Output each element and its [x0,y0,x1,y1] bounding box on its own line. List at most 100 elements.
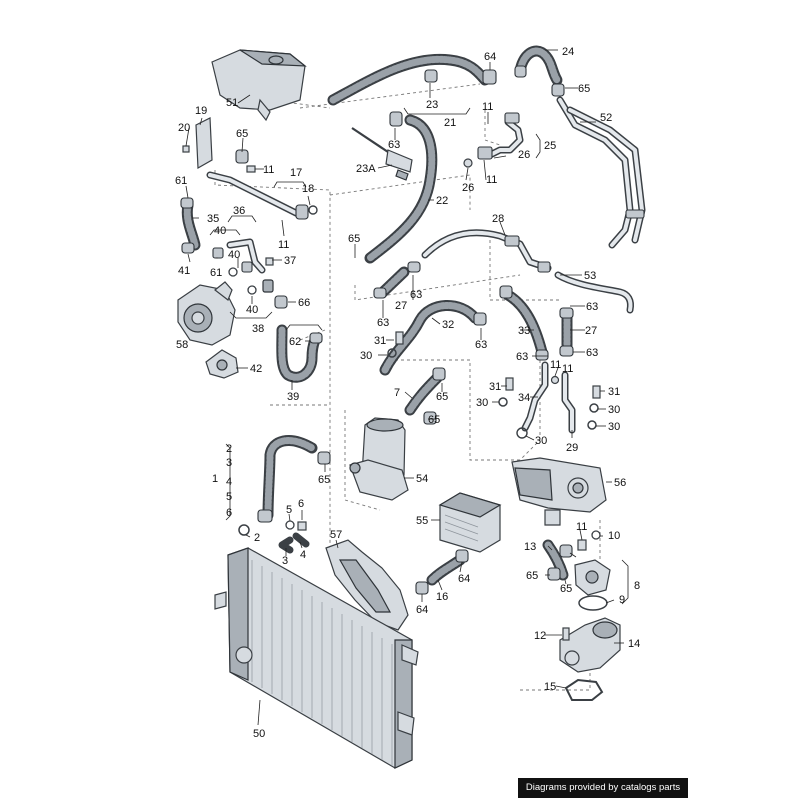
label: 13 [524,541,536,553]
radiator-fins [251,560,393,766]
label: 51 [226,97,238,109]
label: 2 [254,532,260,544]
label: 24 [562,46,574,58]
label: 32 [442,319,454,331]
label: 62 [289,336,301,348]
label: 63 [586,301,598,313]
label: 52 [600,112,612,124]
label: 11 [550,359,561,371]
label: 30 [360,350,372,362]
label: 26 [462,182,474,194]
label: 3 [282,555,288,567]
label: 9 [619,594,625,606]
label: 30 [608,421,620,433]
expansion-tank [211,49,307,122]
hose-1 [257,435,331,523]
label: 19 [195,105,207,117]
label: 66 [298,297,310,309]
label: 23 [426,99,438,111]
label: 22 [436,195,448,207]
label: 65 [578,83,590,95]
label: 26 [518,149,530,161]
bracket-19 [182,117,213,170]
label: 25 [544,140,556,152]
label: 11 [576,521,587,533]
housing-42 [205,349,239,379]
label: 29 [566,442,578,454]
label: 6 [298,498,304,510]
label: 41 [178,265,190,277]
label: 6 [226,507,232,519]
thermostat-parts [542,530,611,611]
label: 38 [252,323,264,335]
label: 39 [287,391,299,403]
label: 30 [608,404,620,416]
label: 34 [518,392,530,404]
label: 8 [634,580,640,592]
hose-39 [276,324,323,383]
label: 11 [562,363,573,375]
label: 63 [410,289,422,301]
label: 18 [302,183,314,195]
bolts-and-washers [387,331,601,430]
label: 40 [214,225,226,237]
label: 27 [585,325,597,337]
label: 50 [253,728,265,740]
pipe-36 [212,238,274,295]
label: 65 [526,570,538,582]
label: 56 [614,477,626,489]
label: 35 [207,213,219,225]
label: 63 [475,339,487,351]
hose-16 [415,549,469,595]
label: 63 [516,351,528,363]
label: 12 [534,630,546,642]
label: 30 [476,397,488,409]
fittings-2-6 [238,520,310,554]
pipe-17 [206,171,318,220]
water-pump [177,281,236,346]
radiator [214,547,419,769]
hose-24 [514,45,565,97]
label: 10 [608,530,620,542]
bracket-23a [351,127,413,181]
upper-radiator-hose [327,53,497,106]
label: 65 [318,474,330,486]
label: 64 [416,604,428,616]
label: 63 [586,347,598,359]
union-38 [262,279,288,309]
label: 65 [560,583,572,595]
label: 15 [544,681,556,693]
label: 16 [436,591,448,603]
label: 40 [228,249,240,261]
label: 36 [233,205,245,217]
label: 11 [263,164,274,176]
label: 11 [486,174,497,186]
clamp-65-left [235,149,256,173]
label: 31 [374,335,386,347]
label: 4 [226,476,232,488]
hose-27 [373,261,574,357]
label: 65 [236,128,248,140]
label: 64 [484,51,496,63]
label: 57 [330,529,342,541]
label: 4 [300,549,306,561]
label: 63 [388,139,400,151]
label: 1 [212,473,218,485]
label: 53 [584,270,596,282]
coolant-flange-14 [559,617,621,673]
label: 3 [226,457,232,469]
label: 42 [250,363,262,375]
cover-plate-57 [325,539,409,631]
label: 28 [492,213,504,225]
label: 30 [535,435,547,447]
label: 40 [246,304,258,316]
label: 65 [348,233,360,245]
label: 5 [226,491,232,503]
label: 54 [416,473,428,485]
gasket-15 [564,678,604,701]
coolant-pipe-52 [556,96,646,249]
label: 58 [176,339,188,351]
pipe-28 [421,229,552,273]
label: 11 [482,101,493,113]
hose-22 [364,111,438,264]
